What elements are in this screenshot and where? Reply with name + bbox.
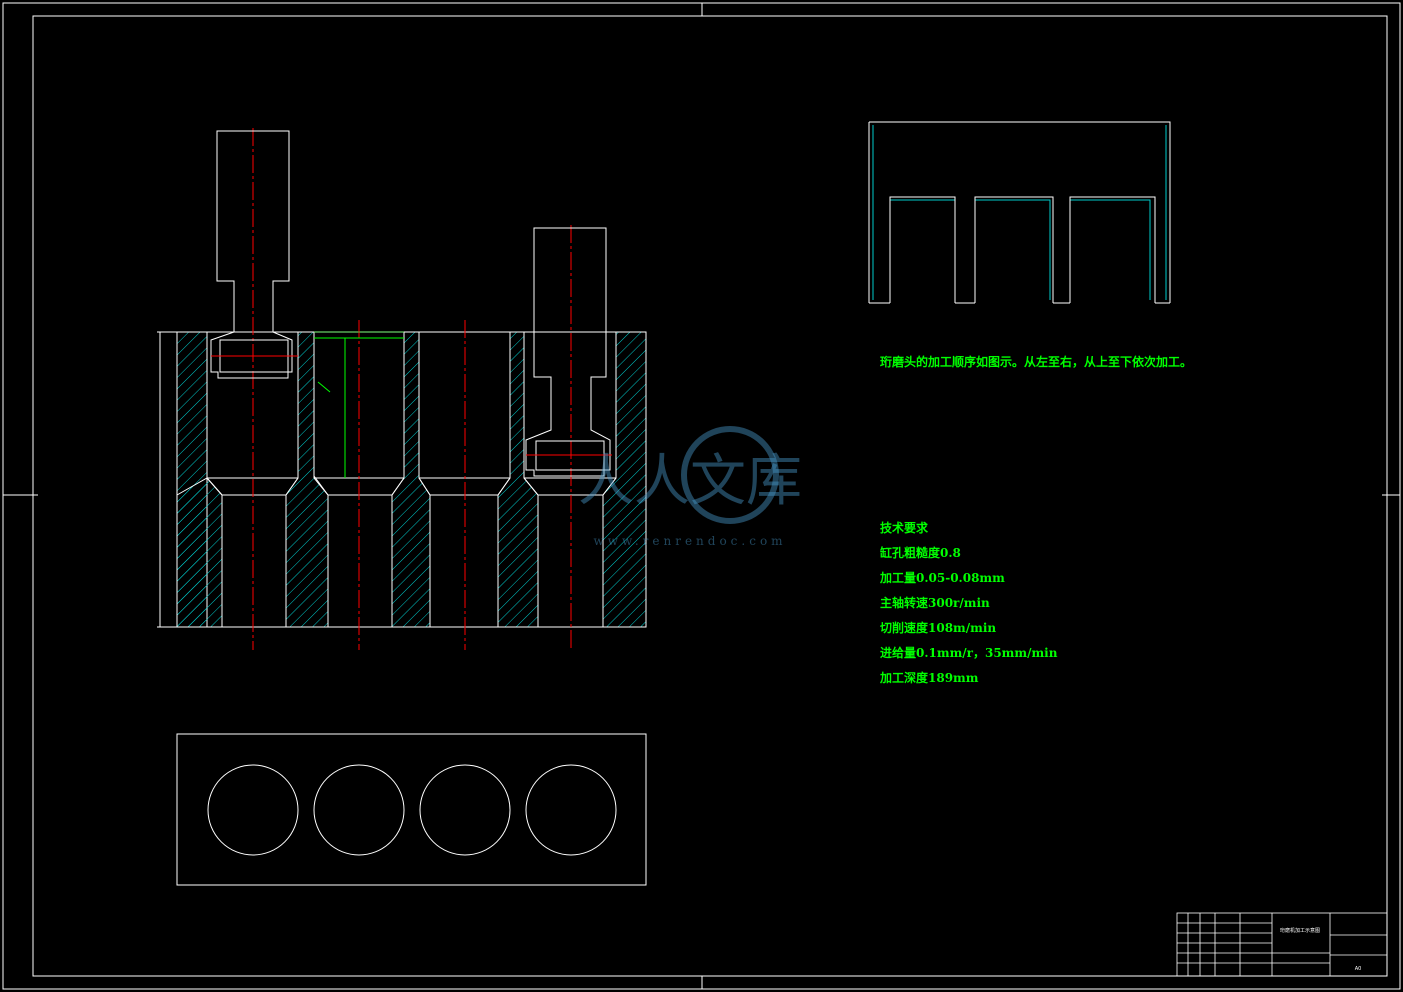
tech-req-item: 主轴转速300r/min	[880, 595, 990, 610]
watermark-url: www.renrendoc.com	[593, 534, 786, 548]
sheet-size: A0	[1355, 966, 1362, 972]
watermark: 人人文库 www.renrendoc.com	[578, 426, 802, 548]
title-block	[1176, 912, 1388, 977]
centerlines	[252, 128, 572, 650]
engine-block-top-view	[176, 733, 647, 886]
tech-req-item: 加工量0.05-0.08mm	[879, 570, 1005, 585]
honing-tool-right	[525, 227, 612, 477]
tech-req-item: 加工深度189mm	[879, 670, 979, 685]
tech-req-item: 切削速度108m/min	[880, 620, 996, 635]
tech-requirements: 技术要求 缸孔粗糙度0.8 加工量0.05-0.08mm 主轴转速300r/mi…	[879, 520, 1058, 685]
tech-requirements-title: 技术要求	[880, 520, 929, 535]
watermark-brand: 人人文库	[578, 449, 802, 514]
process-note: 珩磨头的加工顺序如图示。从左至右，从上至下依次加工。	[880, 354, 1192, 369]
honing-tool-left	[210, 130, 298, 379]
hatched-walls	[176, 331, 647, 628]
honing-path-diagram	[868, 121, 1171, 304]
drawing-title: 珩磨机加工示意图	[1280, 927, 1320, 934]
dimensions	[314, 331, 404, 478]
engine-block-section	[176, 128, 647, 650]
tech-req-item: 进给量0.1mm/r，35mm/min	[880, 645, 1058, 660]
overall-height-dim	[157, 331, 177, 628]
tech-req-item: 缸孔粗糙度0.8	[880, 545, 961, 560]
